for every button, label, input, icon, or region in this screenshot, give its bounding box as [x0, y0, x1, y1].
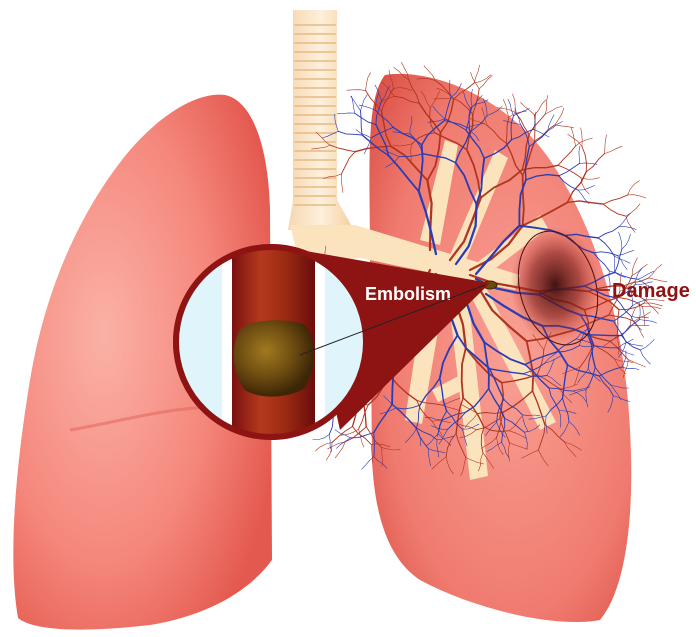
clot	[234, 320, 314, 396]
damage-label: Damage	[612, 280, 690, 302]
embolism-label: Embolism	[365, 284, 451, 304]
trachea	[288, 10, 354, 230]
